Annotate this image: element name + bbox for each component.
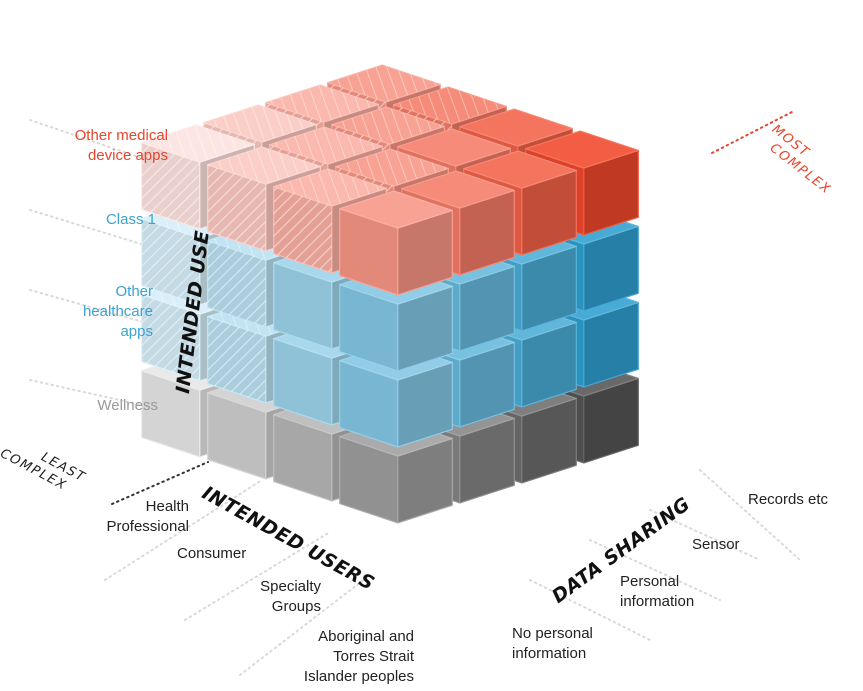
guide-line-sharing-3 (649, 509, 761, 561)
guide-lines (29, 111, 801, 676)
cube-cell-u1-d1-h3-top-hatch (335, 149, 449, 186)
cube-cell-u2-d0-h1-left-hatch (207, 316, 266, 403)
guide-line-sharing-2 (589, 539, 721, 601)
intended-use-label-wellness: Wellness (97, 397, 158, 414)
cube-cell-u0-d3-h3-top-face (525, 130, 639, 169)
cube-cell-u0-d1-h3-top-face (401, 170, 515, 209)
guide-line-least-complex (111, 461, 209, 505)
guide-line-sharing-4 (699, 469, 801, 561)
cube-cell-u3-d0-h1-left-hatch (141, 294, 200, 381)
cube-cell-u3-d0-h2-left-hatch (141, 218, 200, 305)
intended-users-label-aboriginal: Aboriginal and Torres Strait Islander pe… (303, 628, 414, 685)
guide-line-most-complex (711, 111, 793, 154)
intended-users-label-consumer: Consumer (177, 545, 247, 562)
cube-cell-u3-d3-h3-top-hatch (327, 65, 441, 102)
data-sharing-label-no-personal: No personal information (512, 625, 593, 662)
data-sharing-label-sensor: Sensor (692, 536, 740, 553)
cube-cell-u2-d0-h2-left-hatch (207, 240, 266, 327)
cube-cell-u3-d1-h3-top-hatch (203, 105, 317, 142)
cube-cell-u0-d0-h3-top-face (339, 190, 453, 229)
cube-cell-u2-d0-h3-top-hatch (207, 147, 321, 184)
cube-cell-u3-d0-h3-top-hatch (141, 125, 255, 162)
cube-cell-u3-d0-h3-left-hatch (141, 142, 200, 229)
guide-line-sharing-1 (529, 579, 651, 641)
cube-cell-u1-d0-h3-left-hatch (273, 186, 332, 273)
cube-cell-u2-d3-h3-top-hatch (393, 87, 507, 124)
guide-line-users-2 (184, 531, 331, 621)
cube-cell-u0-d2-h3-top-face (463, 150, 577, 189)
intended-use-label-other-healthcare: Other healthcare apps (82, 283, 153, 340)
intended-use-label-other-medical-device: Other medical device apps (74, 127, 168, 164)
cube-cell-u2-d1-h3-top-hatch (269, 127, 383, 164)
intended-users-label-health-professional: Health Professional (106, 498, 189, 535)
cube-cell-u2-d2-h3-top-hatch (331, 107, 445, 144)
cube-cells (141, 64, 639, 524)
guide-line-use-3 (29, 289, 201, 339)
cube-cell-u1-d0-h3-top-hatch (273, 169, 387, 206)
intended-use-label-class-1: Class 1 (105, 211, 156, 228)
guide-line-users-1 (104, 479, 263, 581)
cube-cell-u2-d0-h3-left-hatch (207, 164, 266, 251)
data-sharing-label-records: Records etc (748, 491, 829, 508)
cube-cell-u3-d2-h3-top-hatch (265, 85, 379, 122)
intended-users-label-specialty-groups: Specialty Groups (260, 578, 321, 615)
data-sharing-label-personal: Personal information (620, 573, 695, 610)
guide-line-users-3 (239, 574, 371, 676)
cube-cell-u1-d3-h3-top-face (459, 108, 573, 147)
cube-cell-u1-d2-h3-top-face (397, 128, 511, 167)
